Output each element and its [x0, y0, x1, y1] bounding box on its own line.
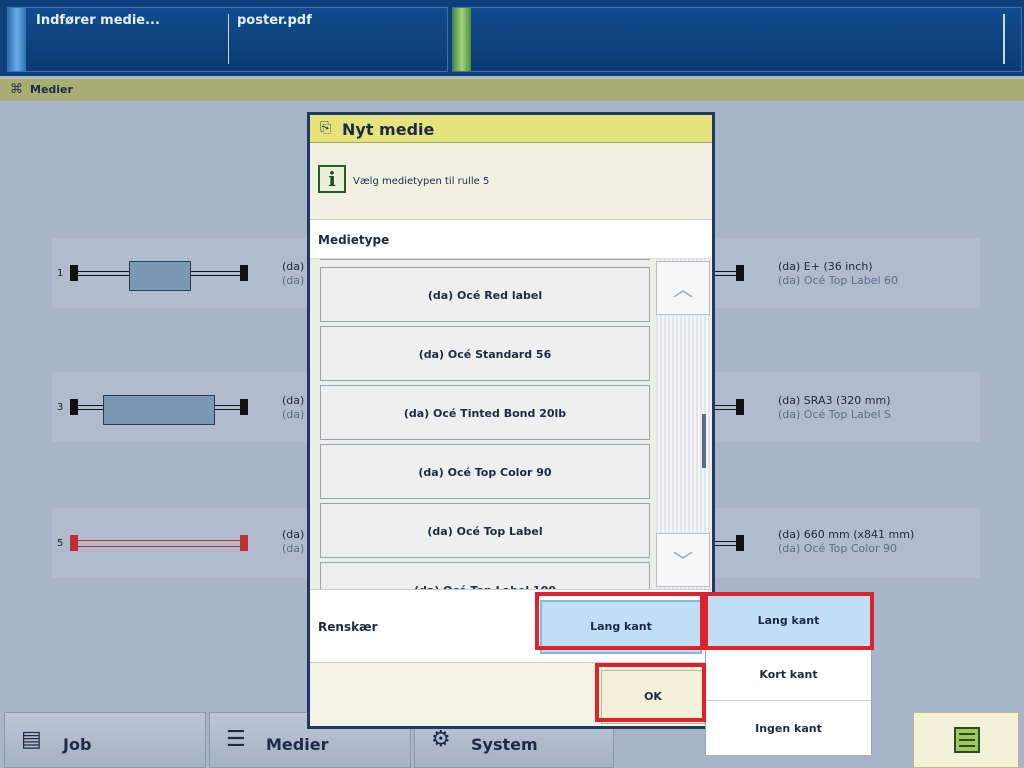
media-list-item[interactable]: (da) Océ Top Label [320, 503, 650, 558]
top-status-bar: Indfører medie... poster.pdf [0, 0, 1024, 76]
job-status-text: Indfører medie... [36, 13, 160, 28]
roll-number: 5 [57, 538, 64, 549]
trim-option-short-edge[interactable]: Kort kant [706, 648, 871, 701]
roll-right-text: (da) 660 mm (x841 mm) (da) Océ Top Color… [778, 528, 914, 556]
roll-body [103, 395, 215, 425]
roll-cap-right2 [736, 265, 744, 281]
roll-right-text: (da) E+ (36 inch) (da) Océ Top Label 60 [778, 260, 898, 288]
dialog-title-bar: ⎘ Nyt medie [310, 115, 712, 143]
info-icon: i [318, 165, 346, 193]
new-media-icon: ⎘ [320, 120, 332, 136]
media-list-item[interactable]: (da) Océ Red label [320, 267, 650, 322]
dialog-title: Nyt medie [342, 120, 435, 139]
menu-button[interactable] [913, 712, 1019, 768]
info-message: Vælg medietypen til rulle 5 [353, 176, 490, 187]
divider [228, 14, 229, 64]
new-media-dialog: ⎘ Nyt medie i Vælg medietypen til rulle … [307, 112, 715, 729]
trim-select-button[interactable]: Lang kant [540, 600, 702, 654]
divider [1003, 14, 1005, 64]
media-icon: ☰ [226, 727, 246, 752]
trim-label: Renskær [318, 620, 378, 634]
media-list-item-partial[interactable] [320, 259, 650, 260]
roll-cap-right2 [736, 399, 744, 415]
nav-system-label: System [471, 735, 538, 754]
media-section-icon: ⌘ [10, 82, 23, 97]
roll-cap-right [240, 265, 248, 281]
chevron-up-icon: ︿ [673, 277, 693, 301]
roll-right-line2: (da) Océ Top Label 60 [778, 274, 899, 287]
job-file-name: poster.pdf [237, 13, 312, 28]
media-list-item[interactable]: (da) Océ Standard 56 [320, 326, 650, 381]
job-queue-panel[interactable] [452, 7, 1022, 72]
nav-job-label: Job [63, 735, 92, 754]
active-job-panel[interactable]: Indfører medie... poster.pdf [7, 7, 448, 72]
job-icon: ▤ [21, 727, 42, 752]
trim-dropdown: Lang kant Kort kant Ingen kant [705, 593, 872, 755]
roll-cap-right [240, 535, 248, 551]
media-type-header: Medietype [310, 219, 712, 259]
roll-number: 3 [57, 402, 64, 413]
roll-axle-right [708, 405, 744, 410]
trim-row: Renskær Lang kant [310, 589, 712, 663]
job-progress-stripe [8, 8, 26, 71]
roll-cap-right2 [736, 535, 744, 551]
roll-cap-left [70, 399, 78, 415]
roll-body [129, 261, 191, 291]
gears-icon: ⚙ [431, 727, 451, 752]
nav-job-button[interactable]: ▤ Job [4, 712, 206, 768]
trim-option-no-edge[interactable]: Ingen kant [706, 702, 871, 755]
roll-axle-right [708, 271, 744, 276]
section-title: Medier [30, 83, 73, 96]
roll-cap-right [240, 399, 248, 415]
queue-progress-stripe [453, 8, 471, 71]
media-list-item[interactable]: (da) Océ Top Label 100 [320, 562, 650, 589]
media-type-list[interactable]: (da) Océ Red label (da) Océ Standard 56 … [310, 259, 712, 589]
roll-axle-right [708, 541, 744, 546]
roll-right-line2: (da) Océ Top Label S [778, 408, 891, 421]
roll-right-line1: (da) E+ (36 inch) [778, 260, 873, 273]
scrollbar-thumb[interactable] [702, 414, 706, 468]
roll-right-line1: (da) 660 mm (x841 mm) [778, 528, 915, 541]
ok-button[interactable]: OK [601, 670, 705, 724]
media-type-label: Medietype [318, 233, 390, 247]
roll-cap-left [70, 265, 78, 281]
roll-right-line1: (da) SRA3 (320 mm) [778, 394, 891, 407]
trim-option-long-edge[interactable]: Lang kant [706, 594, 871, 647]
scroll-up-button[interactable]: ︿ [656, 261, 710, 315]
roll-right-line2: (da) Océ Top Color 90 [778, 542, 898, 555]
media-list-item[interactable]: (da) Océ Top Color 90 [320, 444, 650, 499]
roll-axle [74, 540, 244, 547]
media-list-item[interactable]: (da) Océ Tinted Bond 20lb [320, 385, 650, 440]
roll-right-text: (da) SRA3 (320 mm) (da) Océ Top Label S [778, 394, 891, 422]
list-menu-icon [954, 727, 980, 753]
roll-cap-left [70, 535, 78, 551]
info-area: i Vælg medietypen til rulle 5 [310, 143, 712, 219]
roll-number: 1 [57, 268, 64, 279]
chevron-down-icon: ﹀ [673, 549, 693, 573]
section-bar: ⌘ Medier [0, 78, 1024, 101]
nav-media-label: Medier [266, 735, 329, 754]
scroll-down-button[interactable]: ﹀ [656, 533, 710, 587]
